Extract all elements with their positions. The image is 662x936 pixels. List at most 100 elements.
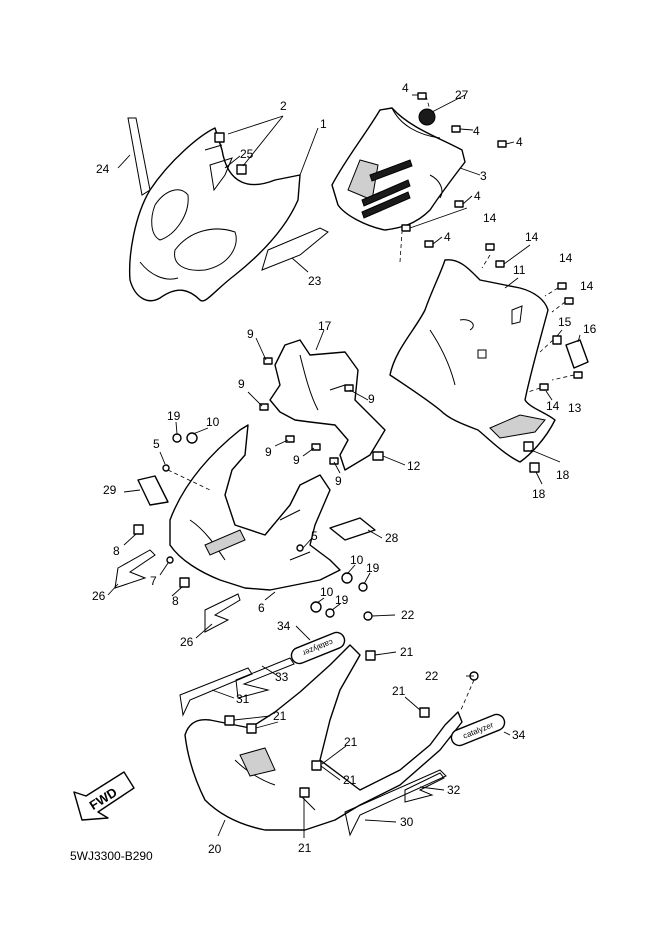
callout-8-b: 8 xyxy=(172,594,179,608)
decal-part-26-a xyxy=(114,549,156,589)
callout-6: 6 xyxy=(258,601,265,615)
callout-14-b: 14 xyxy=(525,230,539,244)
callout-10-b: 10 xyxy=(350,553,364,567)
washer-part-10-a xyxy=(186,432,198,444)
clip-part-15 xyxy=(552,335,562,345)
cover-part-16 xyxy=(565,339,589,369)
nut-part-8-a xyxy=(133,524,144,535)
screw-part-5-b xyxy=(296,544,304,552)
callout-17: 17 xyxy=(318,319,332,333)
decal-part-24 xyxy=(127,117,151,196)
decal-part-33 xyxy=(235,657,295,699)
decal-part-30 xyxy=(344,769,447,837)
screw-group-part-4 xyxy=(401,92,507,248)
callout-24: 24 xyxy=(96,162,110,176)
callout-11: 11 xyxy=(513,263,526,277)
callout-4-e: 4 xyxy=(444,230,451,244)
inner-rear-panel-part-11 xyxy=(389,259,556,463)
callout-13: 13 xyxy=(568,401,582,415)
callout-34-b: 34 xyxy=(512,728,526,742)
decal-part-25 xyxy=(209,157,233,192)
callout-10-c: 10 xyxy=(320,585,334,599)
callout-9-f: 9 xyxy=(335,474,342,488)
decal-part-31 xyxy=(179,667,253,717)
screw-group-part-9 xyxy=(259,357,354,465)
callout-4-c: 4 xyxy=(516,135,523,149)
callout-21-b: 21 xyxy=(392,684,406,698)
callout-4-a: 4 xyxy=(402,81,409,95)
callout-9-d: 9 xyxy=(293,453,300,467)
catalyzer-label-part-34-b: catalyzer xyxy=(450,713,506,747)
washer-part-10-c xyxy=(310,601,322,613)
callout-9-e: 9 xyxy=(368,392,375,406)
inner-panel-part-3 xyxy=(331,107,466,231)
nut-part-12 xyxy=(372,451,384,461)
callout-31: 31 xyxy=(236,692,250,706)
callout-29: 29 xyxy=(103,483,117,497)
nut-part-8-b xyxy=(179,577,190,588)
screw-part-19-b xyxy=(358,582,368,592)
bracket-part-17 xyxy=(269,339,386,471)
callout-26-a: 26 xyxy=(92,589,106,603)
callout-18-a: 18 xyxy=(556,468,570,482)
callout-16: 16 xyxy=(583,322,597,336)
callout-9-b: 9 xyxy=(238,377,245,391)
callout-21-d: 21 xyxy=(344,735,358,749)
callout-22-b: 22 xyxy=(425,669,439,683)
callout-12: 12 xyxy=(407,459,421,473)
callout-21-c: 21 xyxy=(273,709,287,723)
nut-part-2-a xyxy=(214,132,225,143)
callout-20: 20 xyxy=(208,842,222,856)
nut-part-18-b xyxy=(529,462,540,473)
callout-23: 23 xyxy=(308,274,322,288)
front-cowling-part-1 xyxy=(128,127,301,302)
emblem-part-27 xyxy=(418,108,436,126)
callout-14-d: 14 xyxy=(580,279,594,293)
callout-21-a: 21 xyxy=(400,645,414,659)
callout-34-a: 34 xyxy=(277,619,291,633)
nut-part-18-a xyxy=(523,441,534,452)
callout-27: 27 xyxy=(455,88,469,102)
callout-18-b: 18 xyxy=(532,487,546,501)
callout-26-b: 26 xyxy=(180,635,194,649)
callout-33: 33 xyxy=(275,670,289,684)
callout-9-c: 9 xyxy=(265,445,272,459)
catalyzer-label-part-34-a: catalyzer xyxy=(290,631,346,665)
screw-part-13 xyxy=(573,371,583,379)
screw-part-22-a xyxy=(363,611,373,621)
callout-32: 32 xyxy=(447,783,461,797)
washer-part-10-b xyxy=(341,572,353,584)
decal-part-32 xyxy=(404,772,445,803)
decal-part-29 xyxy=(137,475,169,506)
catalog-number: 5WJ3300-B290 xyxy=(70,849,153,863)
callout-4-d: 4 xyxy=(474,189,481,203)
bottom-cover-part-20 xyxy=(184,644,463,831)
callout-19-c: 19 xyxy=(335,593,349,607)
callout-28: 28 xyxy=(385,531,399,545)
nut-part-2-b xyxy=(236,164,247,175)
callout-10-a: 10 xyxy=(206,415,220,429)
leader-lines xyxy=(107,94,581,838)
callout-7: 7 xyxy=(150,574,157,588)
callout-3: 3 xyxy=(480,169,487,183)
callout-22-a: 22 xyxy=(401,608,415,622)
callout-21-e: 21 xyxy=(343,773,357,787)
callout-14-a: 14 xyxy=(483,211,497,225)
screw-part-19-c xyxy=(325,608,335,618)
callout-19-a: 19 xyxy=(167,409,181,423)
screw-part-7 xyxy=(166,556,174,564)
callout-14-c: 14 xyxy=(559,251,573,265)
nut-group-part-21 xyxy=(224,650,430,798)
callout-5-b: 5 xyxy=(311,529,318,543)
callout-4-b: 4 xyxy=(473,124,480,138)
decal-part-26-b xyxy=(204,593,241,633)
callout-1: 1 xyxy=(320,117,327,131)
bolt-group-part-14 xyxy=(485,243,574,391)
callout-30: 30 xyxy=(400,815,414,829)
callout-8-a: 8 xyxy=(113,544,120,558)
callout-21-f: 21 xyxy=(298,841,312,855)
screw-part-5-a xyxy=(162,464,170,472)
decal-part-28 xyxy=(329,517,376,541)
callout-14-e: 14 xyxy=(546,399,560,413)
